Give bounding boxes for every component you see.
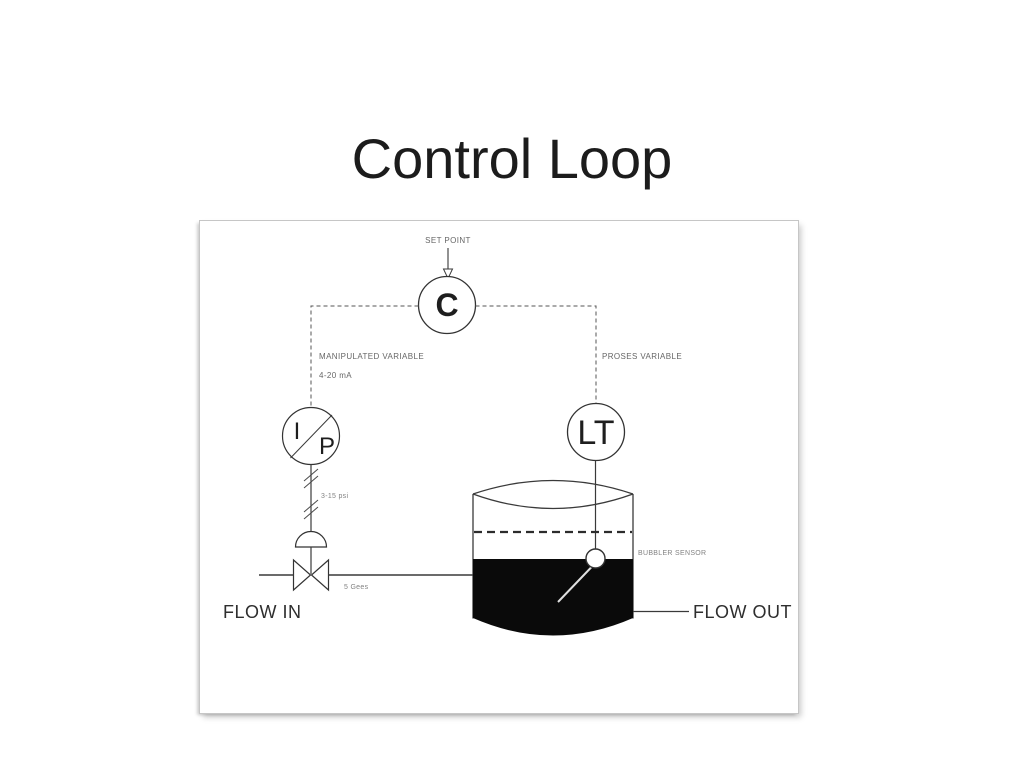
actuator-dome-icon: [294, 530, 328, 548]
signal-line-controller-to-lt: [475, 305, 597, 403]
flow-in-label: FLOW IN: [223, 602, 302, 622]
tank: [472, 479, 634, 636]
dip-tube-line: [557, 565, 594, 603]
ip-converter-top-label: I: [294, 418, 301, 445]
pneumatic-signal-range-label: 3-15 psi: [321, 493, 348, 500]
level-transmitter-label: LT: [577, 414, 614, 452]
controller-label: C: [435, 287, 458, 323]
diagram-panel: SET POINT C MANIPULATED VARIABLE 4-20 mA…: [199, 220, 799, 714]
signal-line-controller-to-ip: [310, 305, 419, 407]
ip-converter-bottom-label: P: [319, 433, 335, 460]
control-loop-diagram: SET POINT C MANIPULATED VARIABLE 4-20 mA…: [223, 236, 792, 636]
controller-circle: [417, 275, 477, 335]
bubbler-sensor-circle: [585, 548, 606, 569]
valve-note-label: 5 Gees: [344, 584, 369, 591]
process-variable-label: PROSES VARIABLE: [602, 352, 682, 361]
liquid-fill: [473, 559, 633, 636]
tank-top-lower-arc: [472, 493, 634, 510]
flow-out-label: FLOW OUT: [693, 602, 792, 622]
pneumatic-hatch-marks: [303, 468, 319, 520]
bubbler-sensor-label: BUBBLER SENSOR: [638, 550, 706, 557]
electric-signal-range-label: 4-20 mA: [319, 371, 352, 380]
slide-title: Control Loop: [351, 127, 673, 190]
tank-top-upper-arc: [472, 479, 634, 495]
control-valve-body: [292, 558, 330, 592]
ip-converter-slash: [290, 414, 333, 459]
manipulated-variable-label: MANIPULATED VARIABLE: [319, 352, 424, 361]
down-arrowhead-icon: [442, 268, 454, 280]
set-point-label: SET POINT: [425, 236, 471, 245]
